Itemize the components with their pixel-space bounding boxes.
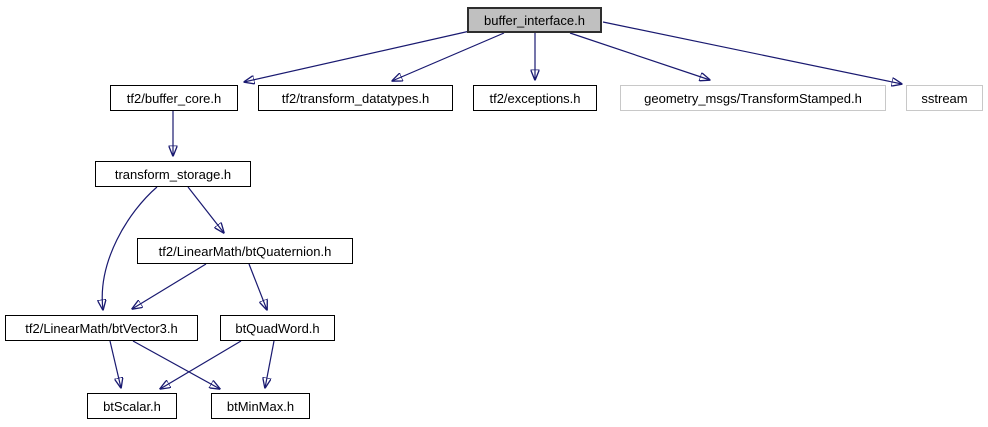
edge-btquadword-to-btminmax (265, 340, 275, 388)
graph-node-buffer_interface: buffer_interface.h (467, 7, 602, 33)
edge-buffer_interface-to-sstream (602, 21, 902, 84)
graph-node-btminmax[interactable]: btMinMax.h (211, 393, 310, 419)
edge-btquadword-to-btscalar (160, 340, 242, 389)
graph-node-buffer_core[interactable]: tf2/buffer_core.h (110, 85, 238, 111)
edge-btvector3-to-btminmax (132, 340, 220, 389)
graph-node-transform_datatypes[interactable]: tf2/transform_datatypes.h (258, 85, 453, 111)
graph-node-btquaternion[interactable]: tf2/LinearMath/btQuaternion.h (137, 238, 353, 264)
graph-node-btscalar[interactable]: btScalar.h (87, 393, 177, 419)
graph-node-transform_storage[interactable]: transform_storage.h (95, 161, 251, 187)
edge-buffer_interface-to-buffer_core (244, 30, 471, 82)
graph-node-exceptions[interactable]: tf2/exceptions.h (473, 85, 597, 111)
edge-btquaternion-to-btvector3 (132, 263, 207, 309)
graph-node-btquadword[interactable]: btQuadWord.h (220, 315, 335, 341)
edge-transform_storage-to-btquaternion (187, 186, 224, 233)
graph-node-btvector3[interactable]: tf2/LinearMath/btVector3.h (5, 315, 198, 341)
edge-btvector3-to-btscalar (109, 340, 121, 388)
edge-buffer_interface-to-transform_datatypes (392, 32, 505, 81)
graph-node-transform_stamped: geometry_msgs/TransformStamped.h (620, 85, 886, 111)
graph-node-sstream: sstream (906, 85, 983, 111)
edge-btquaternion-to-btquadword (248, 263, 267, 310)
edge-buffer_interface-to-transform_stamped (569, 32, 710, 80)
